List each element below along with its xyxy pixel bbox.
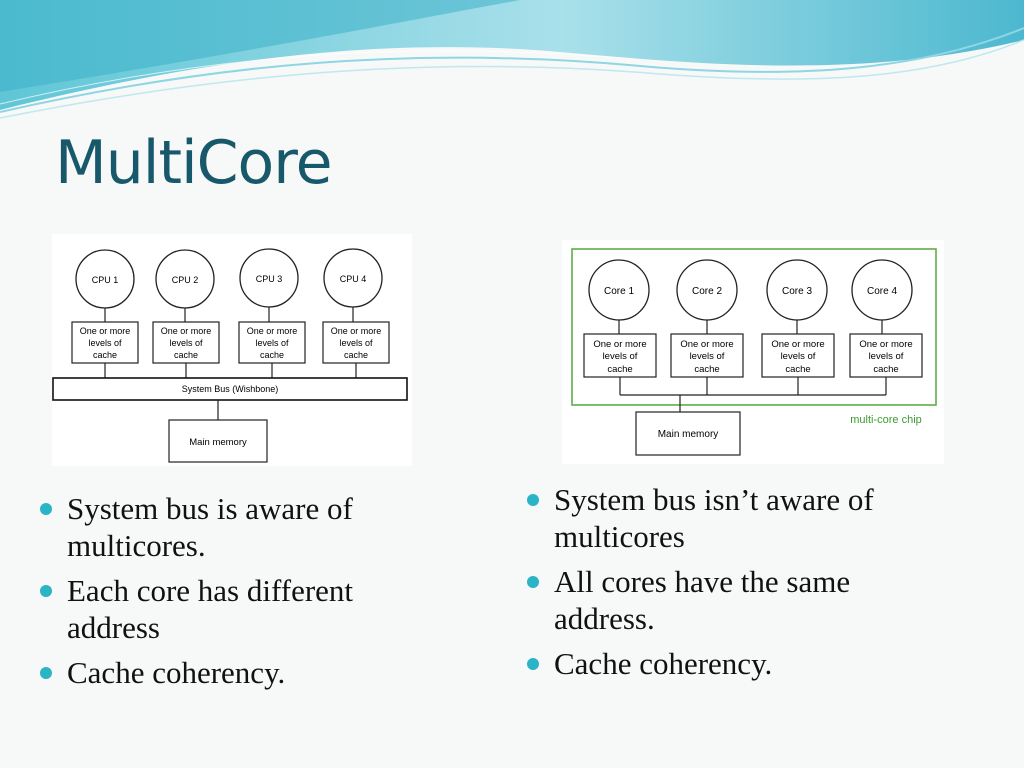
cache-line: levels of <box>169 338 203 348</box>
core-node: Core 2 <box>676 259 738 321</box>
cpu-node: CPU 3 <box>239 248 299 308</box>
system-bus-label: System Bus (Wishbone) <box>182 384 279 394</box>
bullet-dot-icon <box>527 494 539 506</box>
bullet-text: System bus isn’t aware of multicores <box>554 482 874 554</box>
core-node: Core 1 <box>588 259 650 321</box>
bullet-item: All cores have the same address. <box>524 563 944 637</box>
cache-line: One or more <box>331 326 382 336</box>
cache-line: One or more <box>593 339 646 350</box>
cache-line: One or more <box>859 339 912 350</box>
cache-line: cache <box>607 364 632 375</box>
cpu-node: CPU 1 <box>75 249 135 309</box>
bullet-dot-icon <box>527 576 539 588</box>
left-bullet-list: System bus is aware of multicores. Each … <box>37 490 437 699</box>
cache-line: One or more <box>80 326 131 336</box>
cache-line: One or more <box>680 339 733 350</box>
system-bus-multiprocessor-diagram: CPU 1 CPU 2 CPU 3 CPU 4 One or more leve… <box>52 234 412 466</box>
bullet-text: All cores have the same address. <box>554 564 851 636</box>
main-memory-label: Main memory <box>189 437 247 448</box>
core-node: Core 3 <box>766 259 828 321</box>
cpu-node: CPU 2 <box>155 249 215 309</box>
main-memory-label: Main memory <box>658 429 719 440</box>
cache-box: One or more levels of cache <box>238 321 306 364</box>
cache-line: levels of <box>690 351 725 362</box>
core-node: Core 4 <box>851 259 913 321</box>
header-wave-decoration <box>0 0 1024 119</box>
cpu-label: CPU 4 <box>340 274 367 284</box>
bullet-text: System bus is aware of multicores. <box>67 491 353 563</box>
cache-line: cache <box>344 350 368 360</box>
cache-line: cache <box>93 350 117 360</box>
cache-line: levels of <box>255 338 289 348</box>
bullet-text: Cache coherency. <box>554 646 773 681</box>
main-memory-box: Main memory <box>635 411 741 456</box>
cache-line: levels of <box>88 338 122 348</box>
cpu-label: CPU 1 <box>92 275 119 285</box>
cpu-node: CPU 4 <box>323 248 383 308</box>
bullet-dot-icon <box>40 503 52 515</box>
right-bullet-list: System bus isn’t aware of multicores All… <box>524 481 944 690</box>
main-memory-box: Main memory <box>168 419 268 463</box>
cache-line: cache <box>694 364 719 375</box>
cache-line: levels of <box>869 351 904 362</box>
slide-title: MultiCore <box>55 128 333 198</box>
cache-line: One or more <box>161 326 212 336</box>
bullet-item: Cache coherency. <box>37 654 437 691</box>
multicore-chip-diagram: Core 1 Core 2 Core 3 Core 4 One or more … <box>562 240 944 464</box>
core-label: Core 3 <box>782 286 812 297</box>
cpu-label: CPU 3 <box>256 274 283 284</box>
cache-box: One or more levels of cache <box>71 321 139 364</box>
core-label: Core 2 <box>692 286 722 297</box>
chip-boundary <box>571 248 937 406</box>
cache-line: cache <box>873 364 898 375</box>
cache-box: One or more levels of cache <box>583 333 657 378</box>
core-label: Core 1 <box>604 286 634 297</box>
chip-label: multi-core chip <box>850 414 922 426</box>
cache-line: One or more <box>771 339 824 350</box>
cache-line: One or more <box>247 326 298 336</box>
cache-box: One or more levels of cache <box>849 333 923 378</box>
bullet-text: Each core has different address <box>67 573 354 645</box>
cache-line: levels of <box>781 351 816 362</box>
bullet-dot-icon <box>40 585 52 597</box>
cache-line: levels of <box>603 351 638 362</box>
bullet-dot-icon <box>40 667 52 679</box>
cache-box: One or more levels of cache <box>670 333 744 378</box>
cache-line: cache <box>174 350 198 360</box>
cache-line: cache <box>785 364 810 375</box>
bullet-dot-icon <box>527 658 539 670</box>
bullet-item: System bus is aware of multicores. <box>37 490 437 564</box>
cache-box: One or more levels of cache <box>761 333 835 378</box>
bullet-item: Cache coherency. <box>524 645 944 682</box>
cpu-label: CPU 2 <box>172 275 199 285</box>
cache-box: One or more levels of cache <box>322 321 390 364</box>
bullet-item: System bus isn’t aware of multicores <box>524 481 944 555</box>
system-bus: System Bus (Wishbone) <box>52 377 408 401</box>
cache-line: cache <box>260 350 284 360</box>
cache-box: One or more levels of cache <box>152 321 220 364</box>
bullet-item: Each core has different address <box>37 572 437 646</box>
cache-line: levels of <box>339 338 373 348</box>
core-label: Core 4 <box>867 286 897 297</box>
bullet-text: Cache coherency. <box>67 655 286 690</box>
